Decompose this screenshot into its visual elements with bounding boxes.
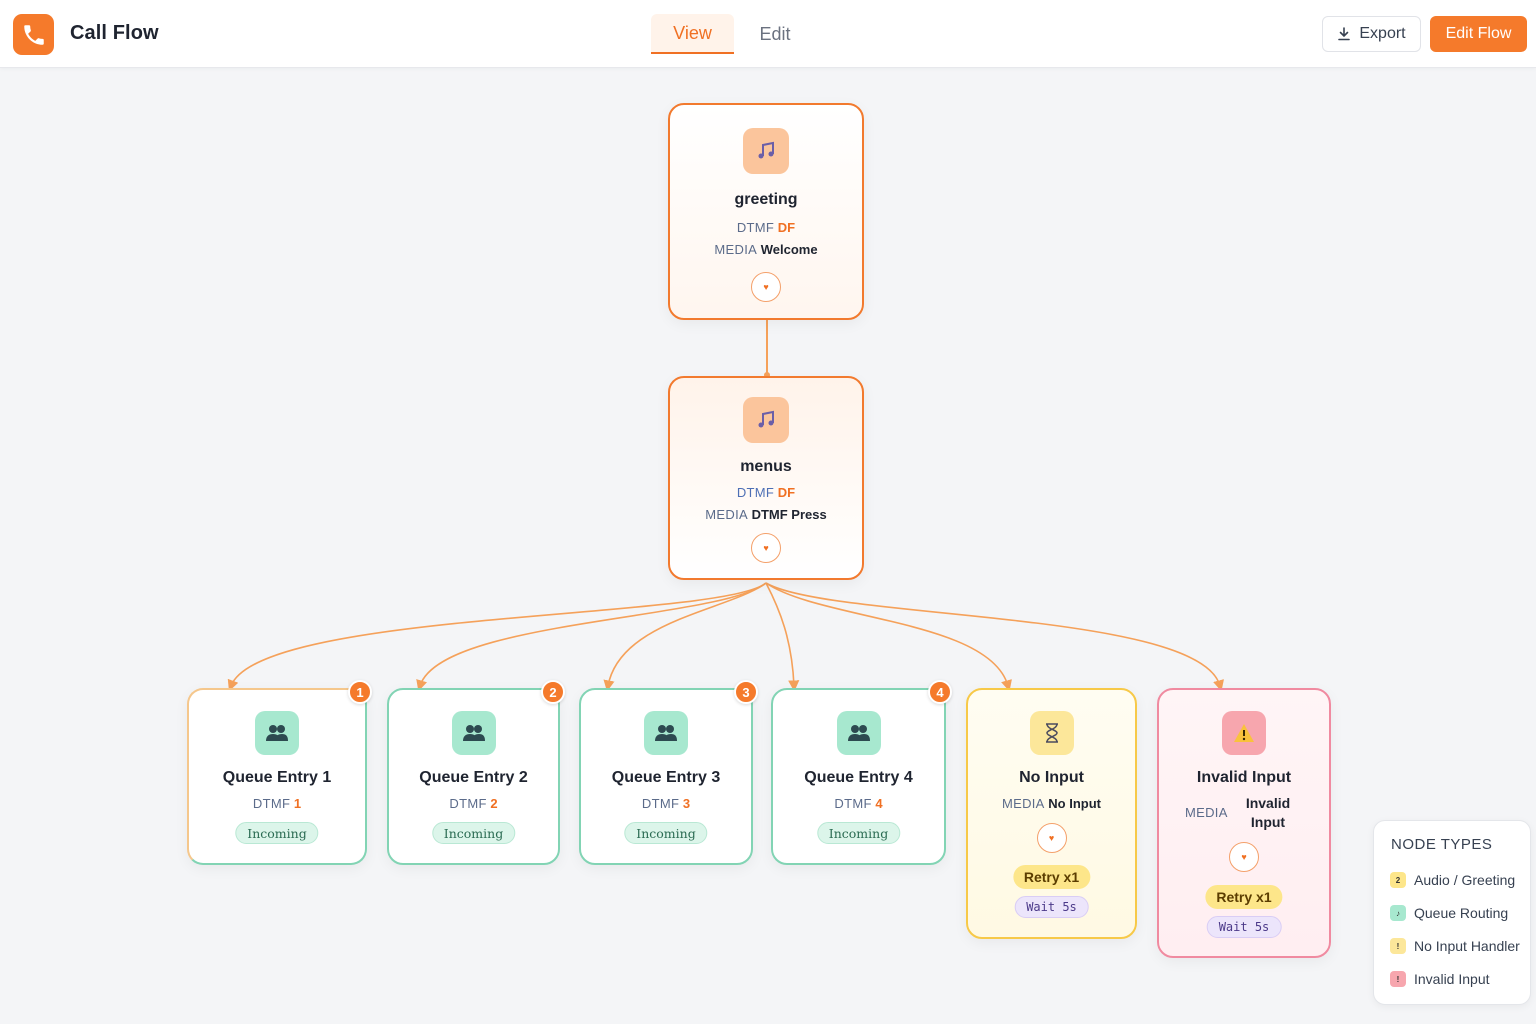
expand-heart-button[interactable]: ♥ <box>1229 842 1259 872</box>
status-tag: Incoming <box>816 822 901 844</box>
order-badge: 4 <box>928 680 952 704</box>
node-types-legend: NODE TYPES 2 Audio / Greeting ♪ Queue Ro… <box>1373 820 1531 1005</box>
retry-tag: Retry x1 <box>1012 865 1091 889</box>
node-invalid-input[interactable]: Invalid Input MEDIA Invalid Input ♥ Retr… <box>1157 688 1331 958</box>
expand-heart-button[interactable]: ♥ <box>1036 823 1067 853</box>
legend-item-no-input: ! No Input Handler <box>1390 938 1520 954</box>
media-row: MEDIA Welcome <box>714 242 818 257</box>
edge-menus-no-input <box>765 582 1012 692</box>
legend-item-audio: 2 Audio / Greeting <box>1390 872 1515 888</box>
wait-tag: Wait 5s <box>1206 916 1282 938</box>
edge-menus-invalid <box>765 582 1224 692</box>
music-note-icon <box>743 397 789 443</box>
download-icon <box>1338 27 1351 41</box>
node-title: menus <box>740 458 792 475</box>
node-queue-entry-2[interactable]: Queue Entry 2 DTMF 2 Incoming <box>387 688 560 865</box>
media-row: MEDIA Invalid Input <box>1185 795 1291 830</box>
node-queue-entry-3[interactable]: Queue Entry 3 DTMF 3 Incoming <box>579 688 753 865</box>
node-queue-entry-4[interactable]: Queue Entry 4 DTMF 4 Incoming <box>771 688 946 865</box>
edge-menus-queue4 <box>765 582 800 692</box>
phone-logo-icon <box>13 14 54 55</box>
expand-heart-button[interactable]: ♥ <box>751 533 781 563</box>
legend-title: NODE TYPES <box>1391 836 1493 853</box>
status-tag: Incoming <box>235 822 319 844</box>
edge-menus-queue1 <box>227 582 767 692</box>
wait-tag: Wait 5s <box>1014 896 1089 918</box>
edit-flow-button[interactable]: Edit Flow <box>1430 16 1527 52</box>
dtmf-row: DTMF 2 <box>449 796 498 811</box>
legend-swatch: 2 <box>1390 872 1406 888</box>
dtmf-row: DTMF DF <box>736 220 796 235</box>
dtmf-row: DTMF 1 <box>252 796 302 811</box>
node-title: No Input <box>1019 769 1084 786</box>
dtmf-row: DTMF 3 <box>641 796 691 811</box>
order-badge: 3 <box>734 680 758 704</box>
node-queue-entry-1[interactable]: Queue Entry 1 DTMF 1 Incoming <box>187 688 367 865</box>
dtmf-row: DTMF 4 <box>834 796 883 811</box>
app-title: Call Flow <box>70 22 159 44</box>
node-title: greeting <box>734 191 798 208</box>
media-row: MEDIA DTMF Press <box>705 507 827 522</box>
dtmf-row: DTMF DF <box>736 485 796 500</box>
legend-item-invalid: ! Invalid Input <box>1390 971 1490 987</box>
edge-menus-queue3 <box>603 582 767 692</box>
tab-edit[interactable]: Edit <box>759 23 791 44</box>
order-badge: 2 <box>541 680 565 704</box>
node-title: Queue Entry 3 <box>611 769 721 786</box>
legend-swatch: ! <box>1390 971 1406 987</box>
node-menus[interactable]: menus DTMF DF MEDIA DTMF Press ♥ <box>668 376 864 580</box>
node-no-input[interactable]: No Input MEDIA No Input ♥ Retry x1 Wait … <box>966 688 1137 939</box>
retry-tag: Retry x1 <box>1205 885 1283 909</box>
tab-view[interactable]: View <box>651 14 734 54</box>
legend-swatch: ♪ <box>1390 905 1406 921</box>
node-greeting[interactable]: greeting DTMF DF MEDIA Welcome ♥ <box>668 103 864 320</box>
status-tag: Incoming <box>431 822 516 844</box>
order-badge: 1 <box>348 680 372 704</box>
users-icon <box>644 711 688 755</box>
top-bar: Call Flow View Edit Export Edit Flow <box>0 0 1536 68</box>
legend-swatch: ! <box>1390 938 1406 954</box>
music-note-icon <box>743 128 789 174</box>
users-icon <box>255 711 299 755</box>
legend-item-queue: ♪ Queue Routing <box>1390 905 1508 921</box>
export-label: Export <box>1359 25 1406 42</box>
edge-menus-queue2 <box>416 582 767 692</box>
status-tag: Incoming <box>624 822 708 844</box>
expand-heart-button[interactable]: ♥ <box>751 272 781 302</box>
hourglass-icon <box>1029 711 1074 755</box>
media-row: MEDIA No Input <box>1001 796 1101 811</box>
users-icon <box>836 711 881 755</box>
node-title: Queue Entry 4 <box>804 769 913 786</box>
warning-icon <box>1222 711 1266 755</box>
export-button[interactable]: Export <box>1322 16 1421 52</box>
node-title: Queue Entry 2 <box>419 769 528 786</box>
node-title: Invalid Input <box>1196 769 1292 786</box>
node-title: Queue Entry 1 <box>222 769 332 786</box>
users-icon <box>451 711 496 755</box>
